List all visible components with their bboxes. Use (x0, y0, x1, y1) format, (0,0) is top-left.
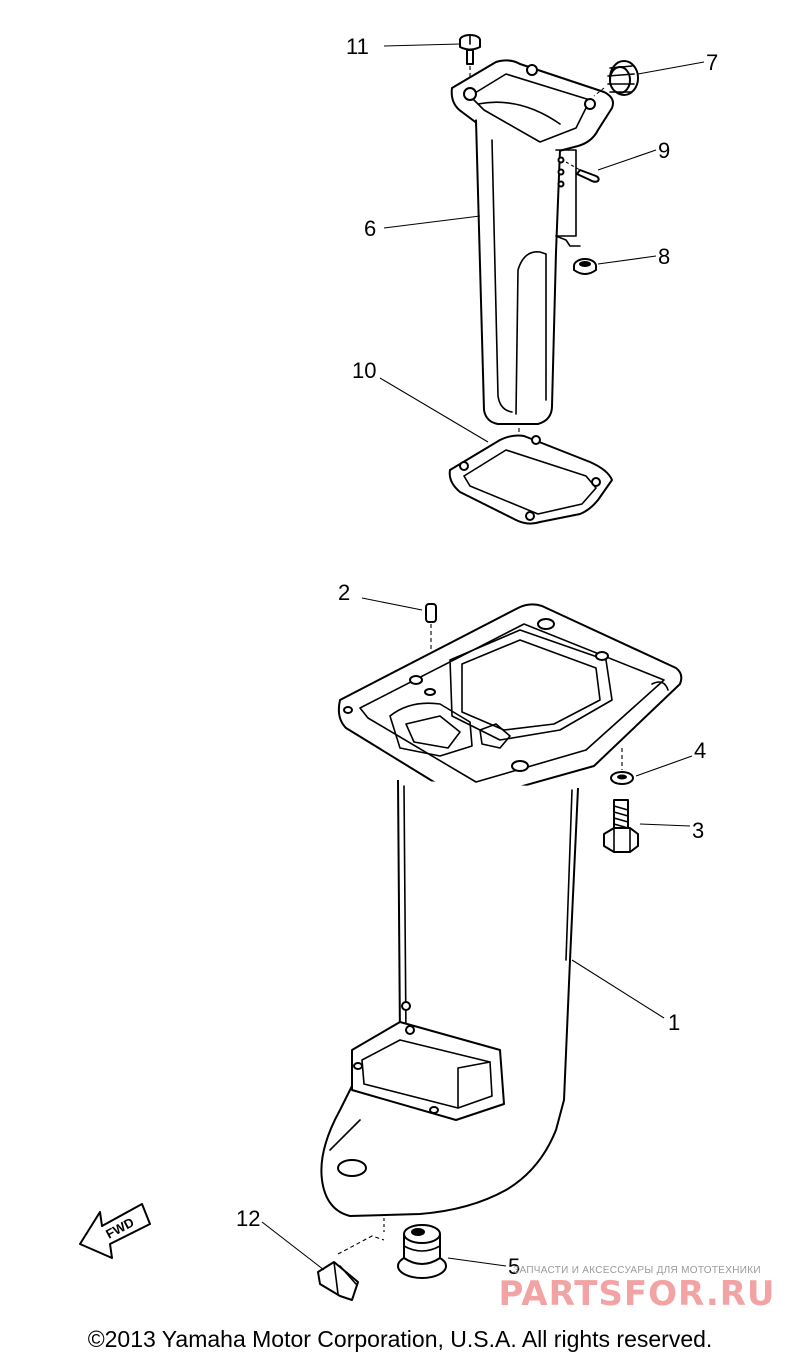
callout-11: 11 (346, 34, 369, 59)
callout-3: 3 (692, 818, 704, 843)
part-9-pin (565, 161, 600, 183)
callout-10: 10 (352, 358, 376, 383)
callout-8: 8 (658, 244, 670, 269)
callout-1: 1 (668, 1010, 680, 1035)
callout-12: 12 (236, 1206, 260, 1231)
callout-9: 9 (658, 138, 670, 163)
watermark-brand: PARTSFOR.RU (498, 1274, 776, 1314)
callout-6: 6 (364, 216, 376, 241)
callout-2: 2 (338, 580, 350, 605)
part-3-bolt (603, 799, 639, 853)
fwd-direction-arrow: FWD (79, 1203, 151, 1259)
part-10-gasket (448, 434, 613, 525)
copyright-notice: ©2013 Yamaha Motor Corporation, U.S.A. A… (87, 1326, 713, 1352)
part-5-grommet (383, 1218, 447, 1279)
watermark-tagline: ЗАПЧАСТИ И АКСЕССУАРЫ ДЛЯ МОТОТЕХНИКИ (513, 1265, 761, 1276)
part-12-pad (317, 1235, 385, 1301)
callout-4: 4 (694, 738, 706, 763)
part-11-screw (459, 34, 481, 86)
callout-7: 7 (706, 50, 718, 75)
callout-5: 5 (508, 1254, 520, 1279)
callout-labels: 11 7 9 6 8 10 2 4 3 1 12 5 (236, 34, 718, 1279)
leader-lines (261, 43, 705, 1271)
part-1-upper-casing (320, 603, 683, 1217)
watermark: ЗАПЧАСТИ И АКСЕССУАРЫ ДЛЯ МОТОТЕХНИКИ PA… (478, 1265, 796, 1312)
part-4-washer (610, 748, 634, 785)
part-6-exhaust-guide (450, 59, 614, 486)
part-8-cap (573, 258, 597, 275)
part-7-grommet (593, 60, 639, 97)
